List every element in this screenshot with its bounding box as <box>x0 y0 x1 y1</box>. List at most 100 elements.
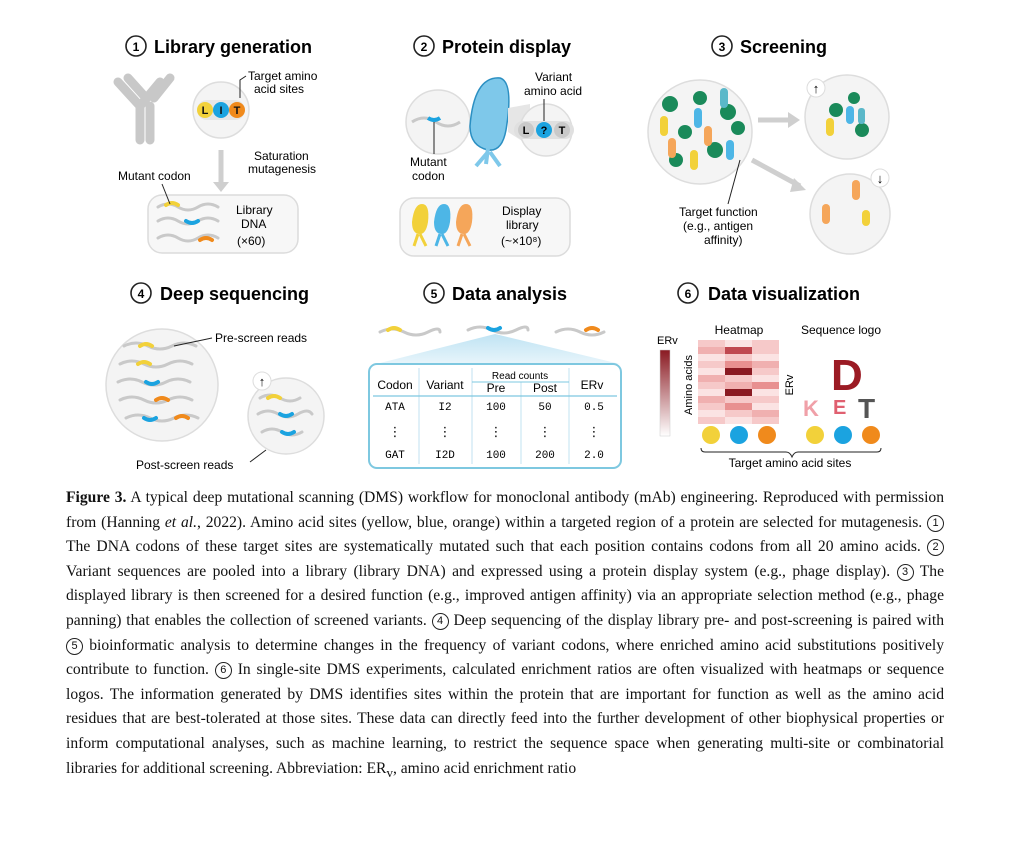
logo-letter: E <box>833 397 846 419</box>
mutagenesis-label: mutagenesis <box>248 162 316 176</box>
saturation-label: Saturation <box>254 149 309 163</box>
cell-ellipsis: ⋮ <box>490 424 503 439</box>
panel-title: Library generation <box>154 37 312 57</box>
heatmap-cell <box>725 396 752 403</box>
variant-label-line1: Variant <box>535 70 573 84</box>
dna-strands <box>156 201 220 243</box>
heatmap-cell <box>752 396 779 403</box>
down-arrow-icon: ↓ <box>877 171 884 186</box>
caption-label: Figure 3. <box>66 489 127 506</box>
cell: ATA <box>385 402 405 414</box>
mutant-label-line2: codon <box>412 169 445 183</box>
heatmap-cell <box>752 361 779 368</box>
caption-text: In single-site DMS experiments, calculat… <box>66 661 944 777</box>
step-number-circle <box>125 35 147 57</box>
heatmap-cell <box>725 368 752 375</box>
site-yellow <box>197 102 213 118</box>
cell: 100 <box>486 450 506 462</box>
cell-ellipsis: ⋮ <box>539 424 552 439</box>
up-badge <box>806 78 826 98</box>
cell: 200 <box>535 450 555 462</box>
bracket <box>700 447 882 459</box>
step-number-circle <box>413 35 435 57</box>
site-letter: ? <box>541 125 548 137</box>
heatmap-cell <box>752 410 779 417</box>
caption-text: A typical deep mutational scanning (DMS)… <box>66 489 944 531</box>
arrow-head <box>788 112 800 128</box>
step-number: 3 <box>719 40 726 54</box>
caption-text: , 2022). Amino acid sites (yellow, blue,… <box>197 513 928 531</box>
panel-data-analysis: 5 Data analysis Read counts Codon Varian… <box>368 282 622 469</box>
down-arrow-head <box>213 182 229 192</box>
col-header-pre: Pre <box>487 381 506 395</box>
library-count: (×60) <box>237 234 265 248</box>
panel-title: Deep sequencing <box>160 284 309 304</box>
enriched-particles <box>826 92 869 137</box>
site-orange <box>758 426 776 444</box>
panel-title: Protein display <box>442 37 571 57</box>
cell: 100 <box>486 402 506 414</box>
down-badge <box>870 168 890 188</box>
sequence-logo: K D E T <box>803 351 875 424</box>
phage-icon <box>469 77 510 168</box>
heatmap-label: Heatmap <box>715 323 764 337</box>
logo-letter: T <box>858 393 875 424</box>
up-arrow-icon: ↑ <box>813 81 820 96</box>
pre-screen-label: Pre-screen reads <box>215 331 307 345</box>
post-screen-reads <box>256 393 314 437</box>
target-label-line2: acid sites <box>254 82 304 96</box>
variant-label-line2: amino acid <box>524 84 582 98</box>
cell: 50 <box>538 402 551 414</box>
site-letter: T <box>234 105 241 117</box>
target-function-line2: (e.g., antigen <box>683 219 753 233</box>
heatmap-cell <box>725 403 752 410</box>
heatmap-cell <box>698 396 725 403</box>
step-circle-4: 4 <box>431 612 449 630</box>
heatmap-cell <box>725 417 752 424</box>
cell: I2 <box>438 402 451 414</box>
sequence-logo-label: Sequence logo <box>801 323 881 337</box>
logo-letter: D <box>831 351 863 400</box>
panel-deep-sequencing: 4 Deep sequencing Pre-screen reads <box>105 282 325 472</box>
col-header-erv: ERv <box>581 378 604 392</box>
step-number: 2 <box>421 40 428 54</box>
caption-text: Deep sequencing of the display library p… <box>448 611 945 629</box>
library-label: Library <box>236 203 273 217</box>
heatmap-cell <box>698 368 725 375</box>
step-number: 6 <box>685 287 692 301</box>
depleted-particles <box>822 180 870 226</box>
heatmap-cell <box>725 410 752 417</box>
panel-title: Data visualization <box>708 284 860 304</box>
heatmap-cell <box>698 361 725 368</box>
step-number-circle <box>130 282 152 304</box>
heatmap-grid <box>698 340 779 424</box>
heatmap-cell <box>752 347 779 354</box>
callout-line <box>239 75 247 98</box>
target-sites-label: Target amino acid sites <box>729 456 852 470</box>
site-letter: T <box>559 125 566 137</box>
heatmap-cell <box>698 354 725 361</box>
heatmap-cell <box>725 340 752 347</box>
callout-line <box>161 183 171 205</box>
site-blue <box>213 102 229 118</box>
step-circle-3: 3 <box>896 563 914 581</box>
site-blue <box>834 426 852 444</box>
heatmap-cell <box>725 389 752 396</box>
heatmap-cell <box>752 417 779 424</box>
heatmap-cell <box>725 382 752 389</box>
dna-label: DNA <box>241 217 266 231</box>
step-number-circle <box>711 35 733 57</box>
ellipsis-row: ⋮ ⋮ ⋮ ⋮ ⋮ <box>389 424 601 439</box>
up-badge <box>252 371 272 391</box>
heatmap-cell <box>752 368 779 375</box>
step-number: 5 <box>431 287 438 301</box>
cell-ellipsis: ⋮ <box>588 424 601 439</box>
site-blue <box>730 426 748 444</box>
caption-text: et al. <box>164 513 197 531</box>
dna-strand <box>411 116 461 128</box>
site-yellow <box>806 426 824 444</box>
depleted-bubble <box>809 173 891 255</box>
heatmap-cell <box>725 361 752 368</box>
library-size: (~×10⁸) <box>501 234 541 248</box>
